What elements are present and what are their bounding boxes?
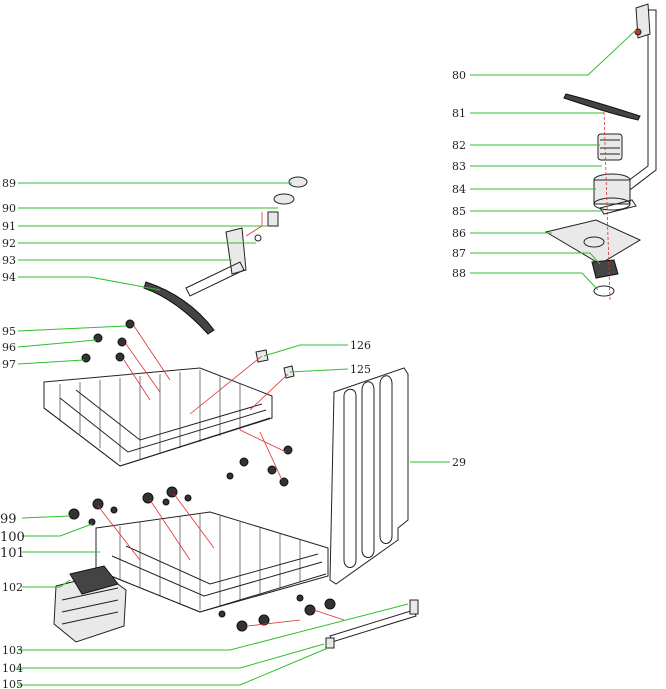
label-87: 87 (452, 247, 466, 260)
label-105: 105 (2, 678, 23, 689)
label-84: 84 (452, 183, 466, 196)
upper-basket (43, 319, 295, 487)
callout-labels: 80 81 82 83 84 85 86 87 88 89 90 91 92 9… (0, 69, 466, 689)
label-81: 81 (452, 107, 466, 120)
basket-rail (325, 599, 419, 649)
label-89: 89 (2, 177, 16, 190)
label-126: 126 (350, 339, 371, 352)
label-86: 86 (452, 227, 466, 240)
label-102: 102 (2, 581, 23, 594)
spray-pipe-assembly (544, 3, 657, 301)
label-99: 99 (0, 512, 17, 527)
label-83: 83 (452, 160, 466, 173)
leader-lines (17, 29, 637, 686)
label-82: 82 (452, 139, 466, 152)
label-101: 101 (0, 546, 25, 561)
side-panel (329, 367, 409, 585)
lower-basket (68, 486, 345, 632)
label-92: 92 (2, 237, 16, 250)
label-90: 90 (2, 202, 16, 215)
label-29: 29 (452, 456, 466, 469)
label-97: 97 (2, 358, 16, 371)
label-88: 88 (452, 267, 466, 280)
label-100: 100 (0, 530, 25, 545)
label-104: 104 (2, 662, 23, 675)
lower-spray-arm-assembly (143, 176, 308, 335)
label-96: 96 (2, 341, 16, 354)
label-85: 85 (452, 205, 466, 218)
label-93: 93 (2, 254, 16, 267)
label-103: 103 (2, 644, 23, 657)
label-125: 125 (350, 363, 371, 376)
label-95: 95 (2, 325, 16, 338)
label-94: 94 (2, 271, 16, 284)
label-80: 80 (452, 69, 466, 82)
cutlery-basket (53, 565, 127, 643)
label-91: 91 (2, 220, 16, 233)
